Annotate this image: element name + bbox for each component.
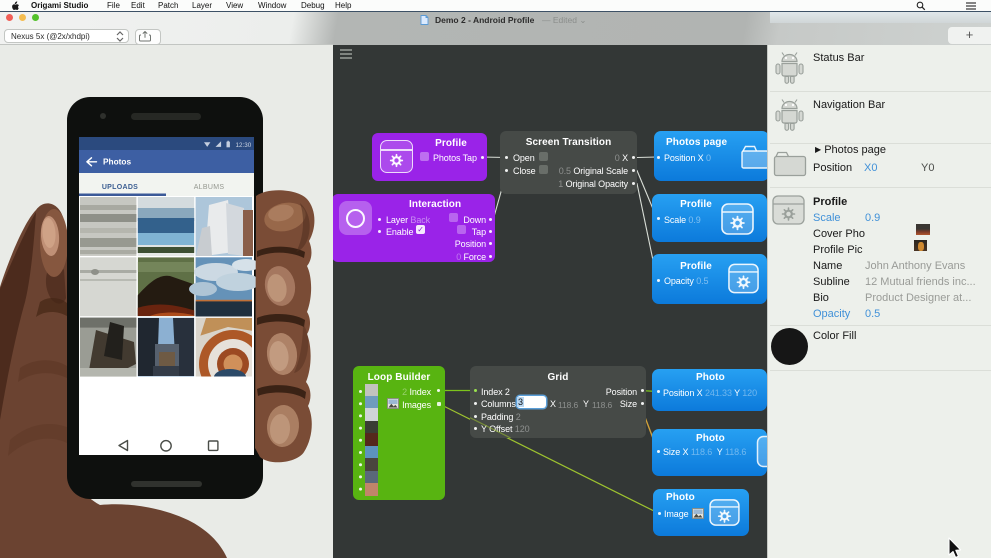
svg-text:Photos: Photos [103, 157, 132, 167]
svg-text:UPLOADS: UPLOADS [102, 184, 138, 191]
svg-text:ALBUMS: ALBUMS [194, 184, 225, 191]
svg-text:12:30: 12:30 [236, 142, 252, 149]
